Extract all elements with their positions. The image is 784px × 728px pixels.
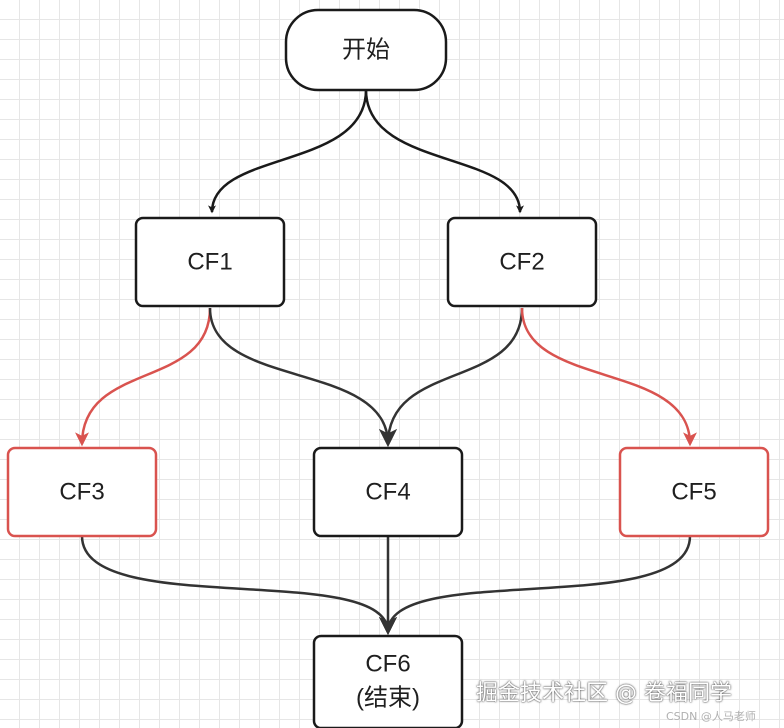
node-cf4[interactable]: CF4	[312, 446, 464, 538]
node-cf2[interactable]: CF2	[446, 216, 598, 308]
node-cf5[interactable]: CF5	[618, 446, 770, 538]
edge-start-cf2	[364, 89, 524, 214]
edge-cf2-cf5	[520, 307, 697, 447]
node-cf1-label: CF1	[187, 249, 232, 276]
edge-cf1-cf4	[208, 307, 397, 447]
node-cf6-label-line2: (结束)	[356, 685, 420, 712]
watermark-sub: CSDN @人马老师	[666, 710, 756, 723]
node-cf6-label-line1: CF6	[365, 651, 410, 678]
watermark-main: 掘金技术社区 @ 卷福同学	[476, 681, 732, 706]
node-cf2-label: CF2	[499, 249, 544, 276]
edge-start-cf1	[208, 89, 368, 214]
node-cf6[interactable]: CF6 (结束)	[312, 634, 464, 728]
edge-cf3-cf6	[80, 535, 397, 635]
node-cf5-label: CF5	[671, 479, 716, 506]
edge-cf1-cf3	[75, 307, 212, 447]
node-cf3-label: CF3	[59, 479, 104, 506]
edge-cf2-cf4	[379, 307, 524, 447]
node-cf1[interactable]: CF1	[134, 216, 286, 308]
node-cf4-label: CF4	[365, 479, 410, 506]
node-start-label: 开始	[342, 37, 390, 64]
node-start[interactable]: 开始	[284, 8, 448, 92]
edge-cf5-cf6	[379, 535, 692, 635]
node-cf3[interactable]: CF3	[6, 446, 158, 538]
